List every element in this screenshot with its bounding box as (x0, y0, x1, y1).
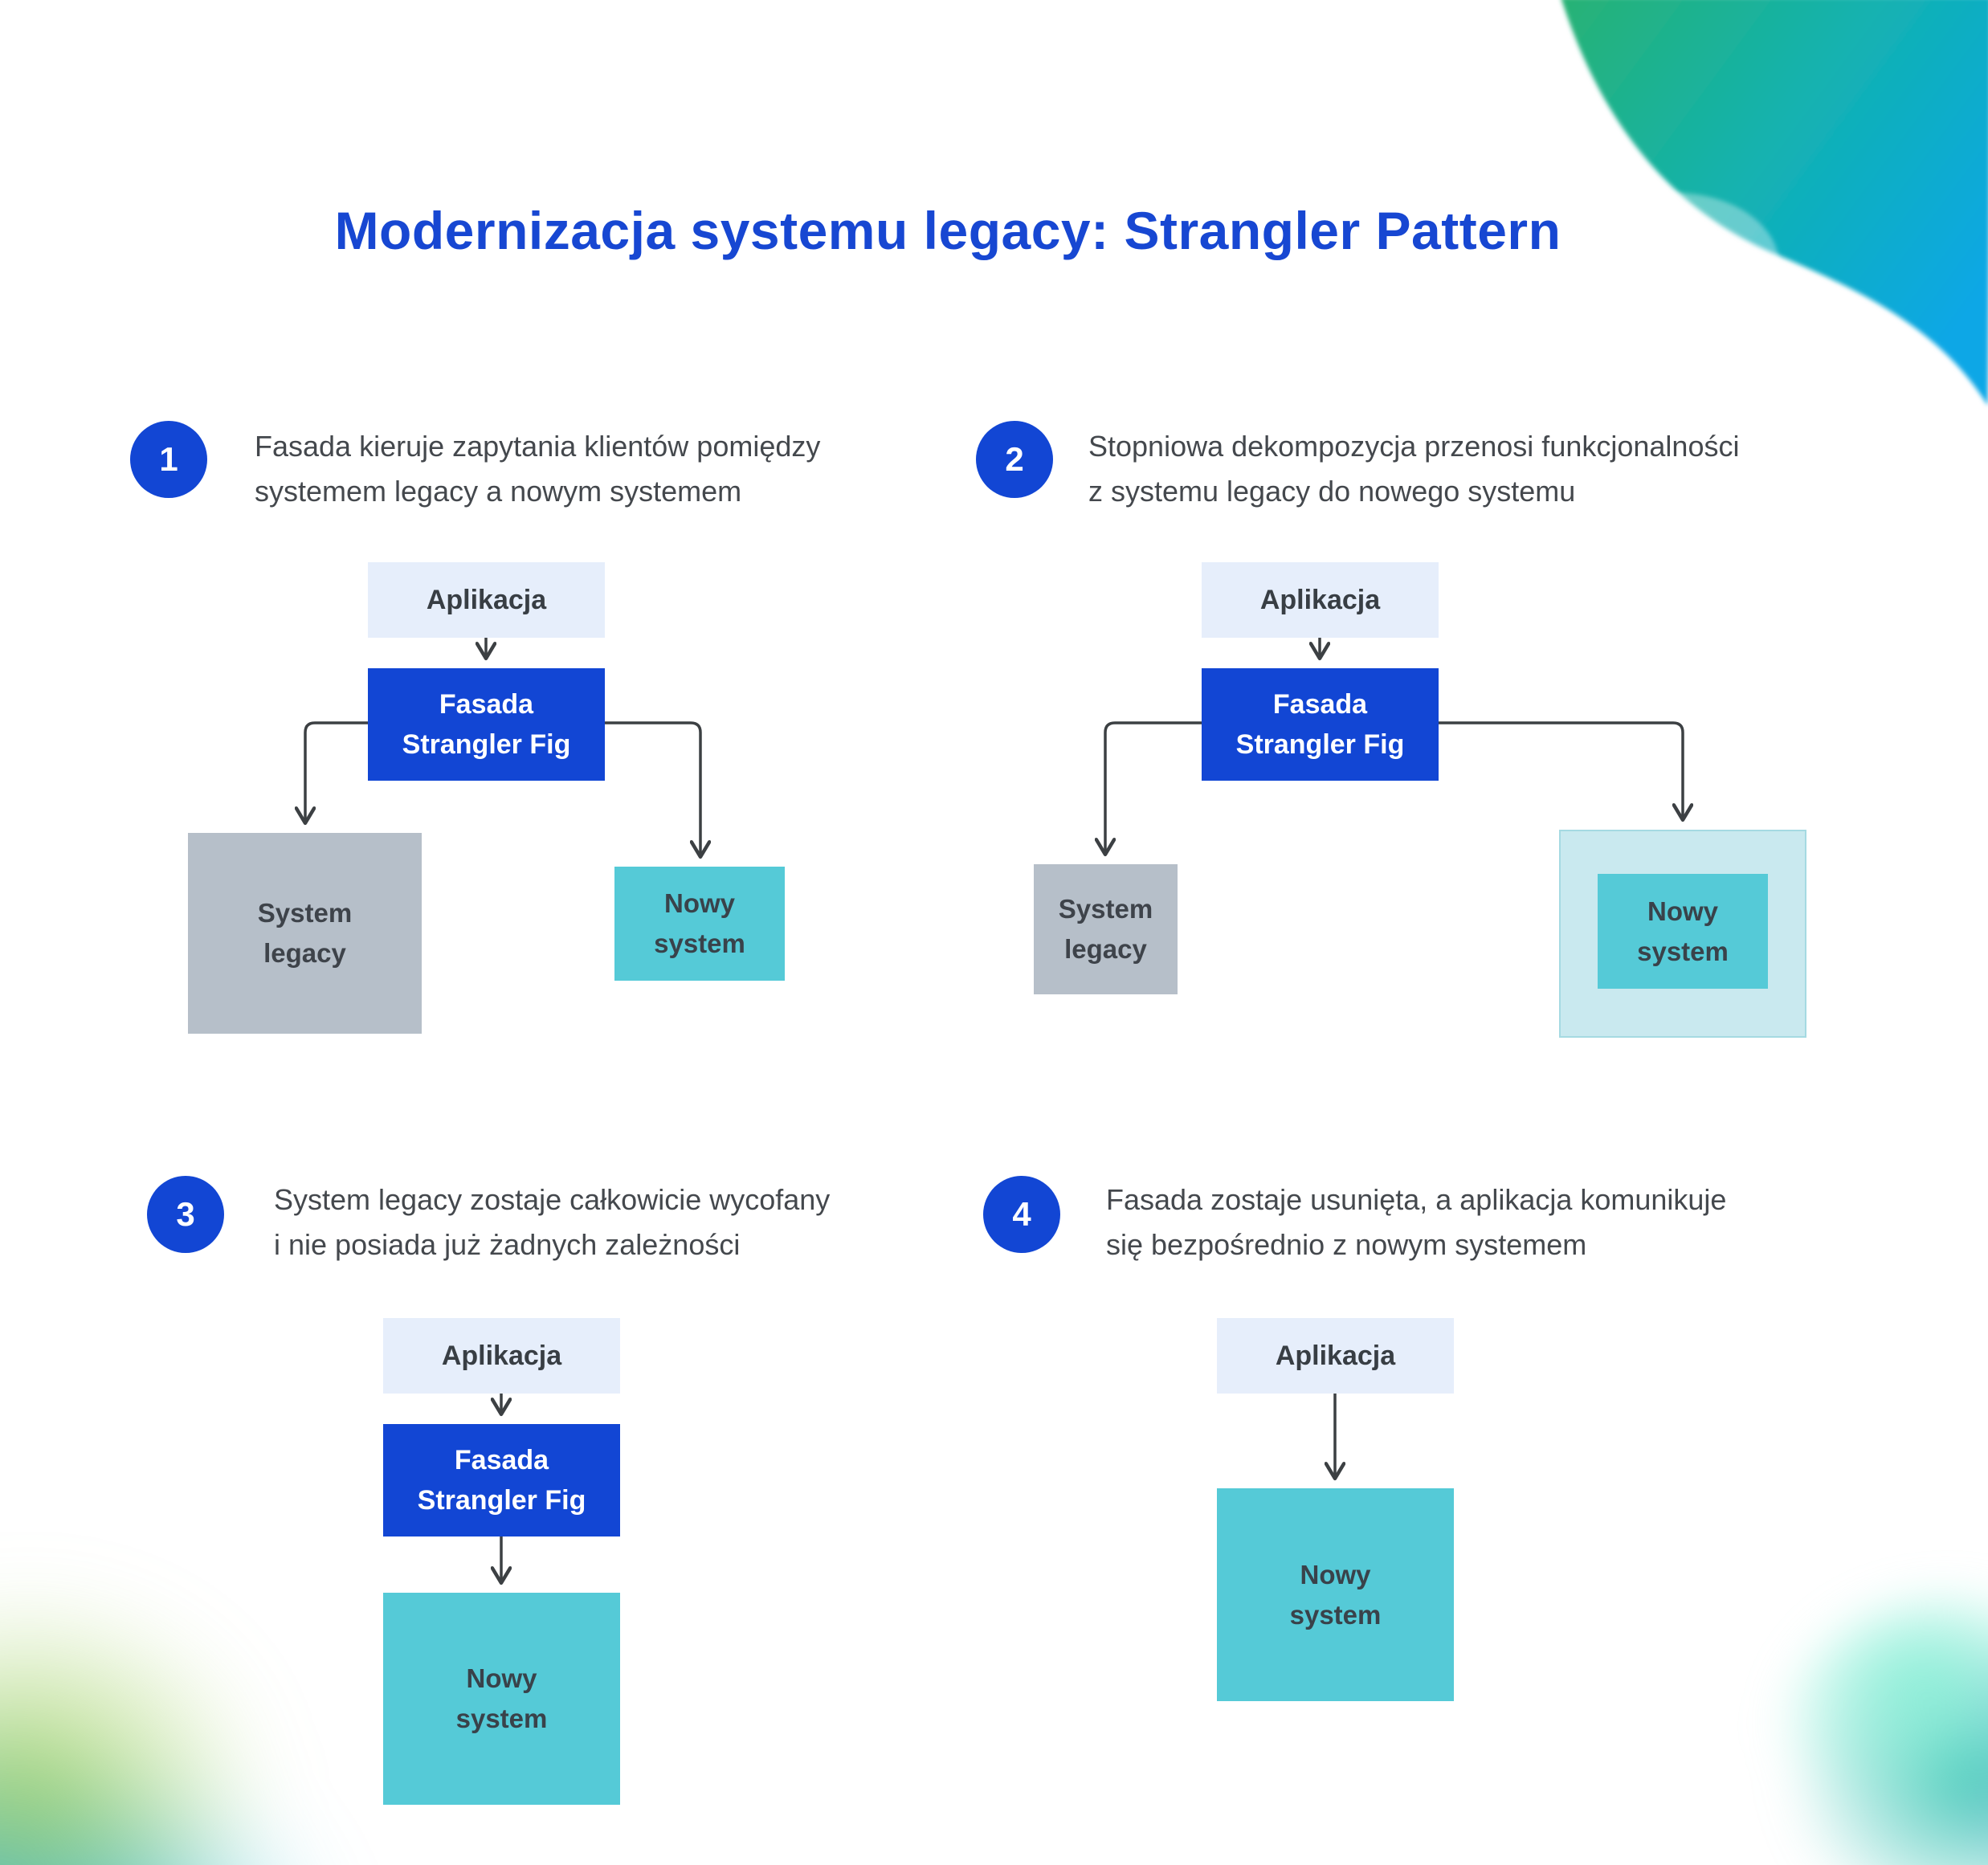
diagram-1-system-legacy-label-line-2: legacy (263, 938, 346, 968)
diagram-1-fasada-label-line-2: Strangler Fig (402, 729, 571, 760)
diagram-2-nowy-system-box: Nowy system (1598, 874, 1768, 989)
step-1-number: 1 (159, 440, 178, 478)
diagram-2-system-legacy-label-line-2: legacy (1064, 934, 1147, 964)
step-1-description-line-1: Fasada kieruje zapytania klientów pomięd… (255, 430, 821, 463)
arrow-d2-fasada-to-nowy (1439, 721, 1683, 818)
gradient-blob-bottom-right (1775, 1598, 1988, 1865)
diagram-4-nowy-system-box: Nowy system (1217, 1488, 1454, 1701)
arrow-d1-fasada-to-nowy (605, 721, 700, 855)
arrow-d2-fasada-to-legacy (1105, 721, 1202, 853)
page-title-line-1: Modernizacja systemu legacy: (334, 201, 1109, 260)
step-3-description-line-1: System legacy zostaje całkowicie wycofan… (274, 1183, 831, 1216)
step-4-badge: 4 (983, 1176, 1060, 1253)
diagram-1-aplikacja-box: Aplikacja (368, 562, 605, 638)
diagram-4-aplikacja-label: Aplikacja (1275, 1341, 1396, 1371)
diagram-3-fasada-label-line-1: Fasada (454, 1445, 549, 1475)
diagram-1-nowy-system-box: Nowy system (614, 867, 785, 981)
step-3-badge: 3 (147, 1176, 224, 1253)
diagram-2-fasada-label-line-1: Fasada (1272, 689, 1368, 720)
arrow-d1-fasada-to-legacy (305, 721, 368, 822)
diagram-2-aplikacja-label: Aplikacja (1259, 585, 1381, 615)
step-3-number: 3 (176, 1195, 195, 1233)
diagram-3-aplikacja-label: Aplikacja (441, 1341, 562, 1371)
step-3-description-line-2: i nie posiada już żadnych zależności (274, 1228, 741, 1261)
diagram-4-nowy-system-label-line-1: Nowy (1300, 1559, 1371, 1590)
gradient-blob-bottom-left (0, 1494, 410, 1865)
step-2-number: 2 (1005, 440, 1024, 478)
diagram-1-system-legacy-box: System legacy (188, 833, 422, 1034)
page-title: Modernizacja systemu legacy: Strangler P… (0, 196, 1896, 265)
diagram-1-fasada-label-line-1: Fasada (439, 689, 534, 720)
diagram-2-system-legacy-box: System legacy (1034, 864, 1178, 994)
diagram-4-aplikacja-box: Aplikacja (1217, 1318, 1454, 1394)
step-1-description-line-2: systemem legacy a nowym systemem (255, 475, 742, 508)
diagram-3-nowy-system-label-line-2: system (455, 1704, 548, 1733)
step-2-description: Stopniowa dekompozycja przenosi funkcjon… (1088, 424, 1739, 514)
diagram-3-fasada-box: Fasada Strangler Fig (383, 1424, 620, 1536)
diagram-1-nowy-system-label-line-1: Nowy (663, 888, 735, 918)
diagram-3-nowy-system-label-line-1: Nowy (466, 1663, 537, 1693)
diagram-1-fasada-box: Fasada Strangler Fig (368, 668, 605, 781)
step-2-badge: 2 (976, 421, 1053, 498)
diagram-2-fasada-label-line-2: Strangler Fig (1235, 729, 1405, 760)
diagram-1-nowy-system-label-line-2: system (654, 928, 745, 958)
diagram-2-aplikacja-box: Aplikacja (1202, 562, 1439, 638)
diagram-1-aplikacja-label: Aplikacja (426, 585, 547, 615)
step-4-description-line-1: Fasada zostaje usunięta, a aplikacja kom… (1106, 1183, 1727, 1216)
step-4-description: Fasada zostaje usunięta, a aplikacja kom… (1106, 1177, 1726, 1267)
diagram-2-fasada-box: Fasada Strangler Fig (1202, 668, 1439, 781)
step-3-description: System legacy zostaje całkowicie wycofan… (274, 1177, 830, 1267)
diagram-2-system-legacy-label-line-1: System (1058, 894, 1153, 924)
diagram-4-nowy-system-label-line-2: system (1289, 1599, 1382, 1630)
diagram-2-nowy-system-label-line-2: system (1637, 936, 1729, 966)
diagram-3-aplikacja-box: Aplikacja (383, 1318, 620, 1394)
diagram-3-nowy-system-box: Nowy system (383, 1593, 620, 1805)
diagram-3-fasada-label-line-2: Strangler Fig (417, 1485, 586, 1516)
page-title-line-2: Strangler Pattern (1124, 201, 1561, 260)
step-2-description-line-1: Stopniowa dekompozycja przenosi funkcjon… (1088, 430, 1740, 463)
step-1-badge: 1 (130, 421, 207, 498)
step-4-description-line-2: się bezpośrednio z nowym systemem (1106, 1228, 1587, 1261)
diagram-2-nowy-system-label-line-1: Nowy (1647, 896, 1718, 926)
step-2-description-line-2: z systemu legacy do nowego systemu (1088, 475, 1576, 508)
step-4-number: 4 (1012, 1195, 1031, 1233)
diagram-1-system-legacy-label-line-1: System (257, 898, 353, 928)
step-1-description: Fasada kieruje zapytania klientów pomięd… (255, 424, 820, 514)
